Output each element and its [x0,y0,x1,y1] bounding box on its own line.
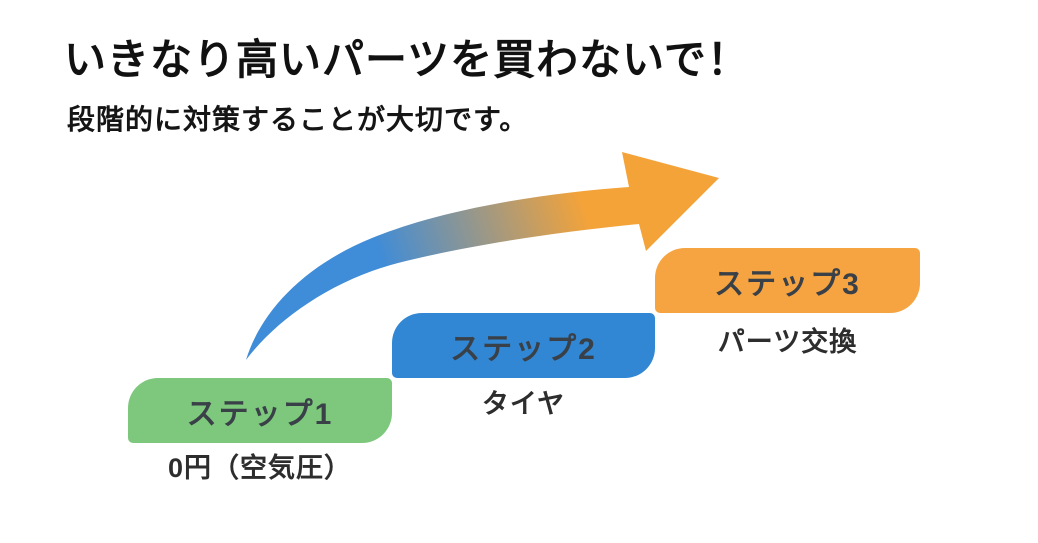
step1-label: ステップ1 [186,397,334,431]
page-title: いきなり高いパーツを買わないで！ [64,36,750,83]
step2-box: ステップ2 [392,313,655,378]
step3-label: ステップ3 [714,267,861,301]
step2-label: ステップ2 [450,332,597,366]
step3-box: ステップ3 [655,248,920,313]
step2-sublabel: タイヤ [481,389,566,419]
step1-sublabel: 0円（空気圧） [167,453,353,483]
step1-box: ステップ1 [128,378,392,443]
step3-sublabel: パーツ交換 [717,327,858,357]
page-subtitle: 段階的に対策することが大切です。 [67,104,529,135]
growth-arrow-shape [246,152,719,360]
